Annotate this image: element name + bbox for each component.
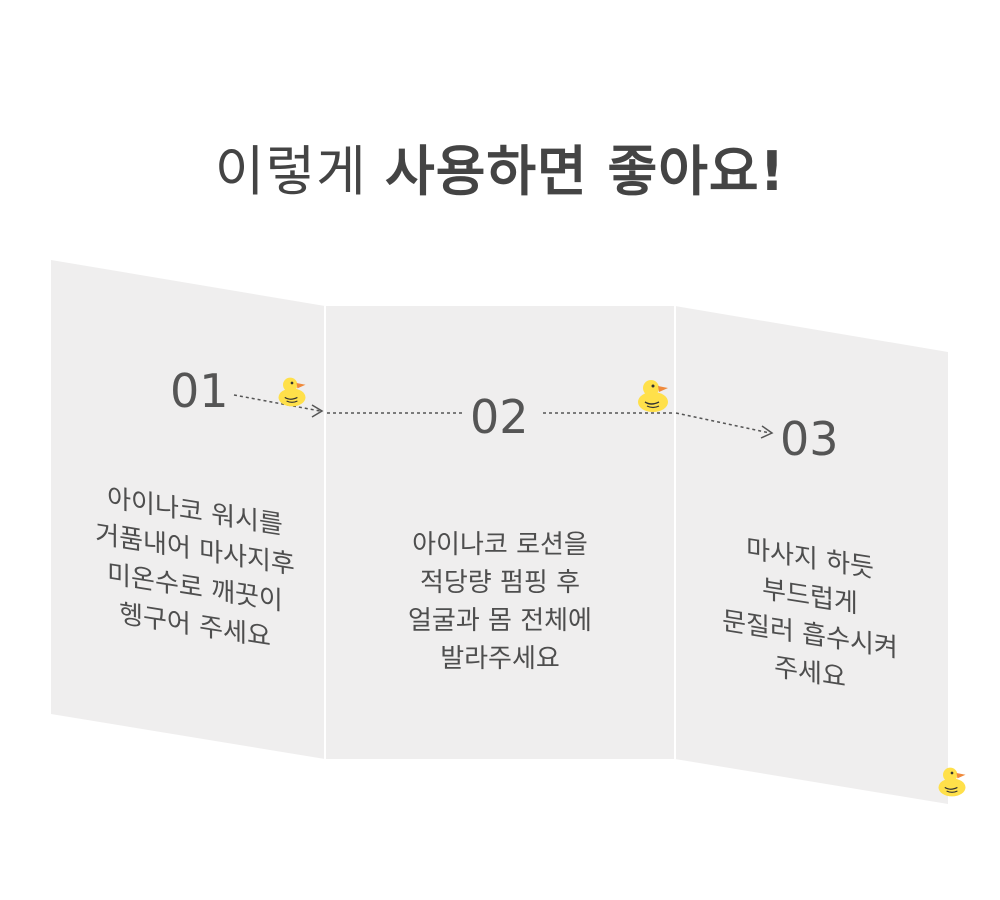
dashed-arrow-1 bbox=[233, 394, 324, 418]
page-title: 이렇게 사용하면 좋아요! bbox=[0, 140, 1000, 205]
panel-3 bbox=[675, 306, 948, 804]
step-number-2: 02 bbox=[470, 390, 529, 444]
panel-1 bbox=[51, 260, 325, 759]
step-text-2: 아이나코 로션을 적당량 펌핑 후 얼굴과 몸 전체에 발라주세요 bbox=[408, 530, 592, 674]
title-part-2: 사용하면 좋아요! bbox=[385, 140, 786, 203]
dashed-arrow-3 bbox=[675, 412, 774, 439]
step-number-1: 01 bbox=[170, 364, 229, 418]
panel-2 bbox=[325, 306, 675, 759]
title-part-1: 이렇게 bbox=[214, 140, 367, 203]
step-number-3: 03 bbox=[780, 412, 839, 466]
